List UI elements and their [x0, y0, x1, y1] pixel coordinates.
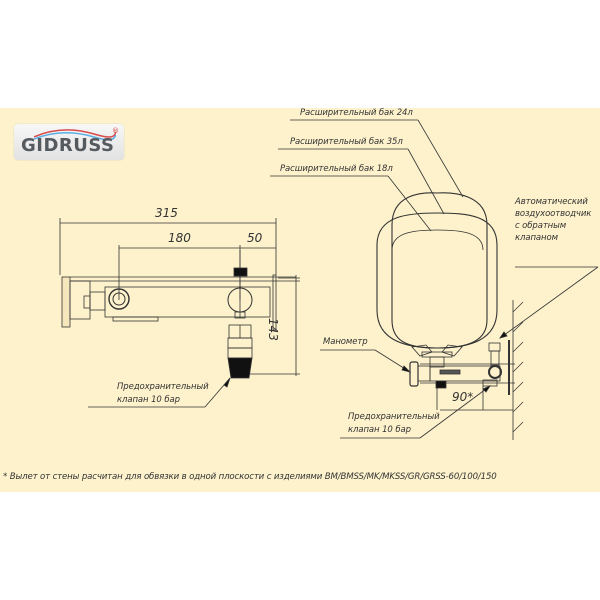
registered-mark: ® [112, 127, 119, 135]
dimension-315: 315 [155, 206, 178, 220]
tank-24l-label: Расширительный бак 24л [300, 108, 413, 118]
right-safety-valve-label-line2: клапан 10 бар [348, 425, 411, 435]
dimension-90: 90* [452, 390, 474, 404]
air-vent-label-line3: с обратным [515, 221, 567, 231]
logo-waves-icon [34, 129, 116, 140]
gidruss-logo: GIDRUSS ® [14, 124, 124, 160]
air-vent-label-line4: клапаном [515, 233, 558, 243]
manometer-label: Манометр [323, 337, 368, 347]
left-safety-valve-label-line2: клапан 10 бар [117, 395, 180, 405]
footnote: * Вылет от стены расчитан для обвязки в … [3, 472, 497, 482]
logo-wordmark: GIDRUSS [21, 135, 115, 156]
left-safety-valve-label-line1: Предохранительный [117, 382, 209, 392]
air-vent-label-line1: Автоматический [515, 197, 588, 207]
dimension-50: 50 [247, 231, 263, 245]
tank-35l-label: Расширительный бак 35л [290, 137, 403, 147]
dimension-180: 180 [168, 231, 191, 245]
tank-18l-label: Расширительный бак 18л [280, 164, 393, 174]
dimension-143: 143 [266, 318, 280, 341]
right-safety-valve-label-line1: Предохранительный [348, 412, 440, 422]
air-vent-label-line2: воздухоотводчик [515, 209, 592, 219]
drawing-background [0, 108, 600, 492]
